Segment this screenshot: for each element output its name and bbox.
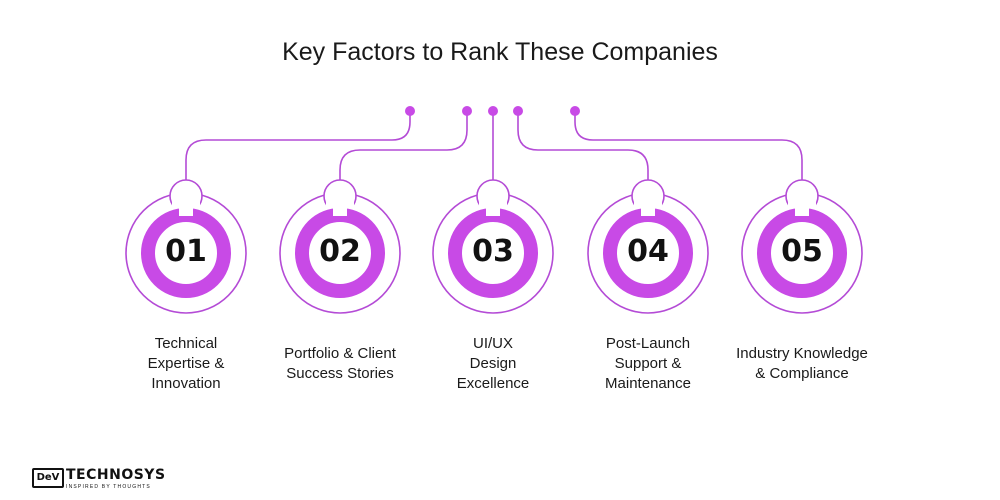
factor-label-line: Support & <box>614 355 682 372</box>
factor-label-line: Portfolio & Client <box>284 345 396 362</box>
factor-label-line: & Compliance <box>755 365 849 382</box>
connector-dot-04 <box>513 106 523 116</box>
factor-label-line: UI/UX <box>472 335 513 352</box>
page-title: Key Factors to Rank These Companies <box>282 38 718 66</box>
factor-node-04 <box>587 179 709 314</box>
connector-line-02 <box>339 112 468 180</box>
connector-line-05 <box>574 112 803 180</box>
ring-gap-04 <box>641 206 655 216</box>
connector-dot-05 <box>570 106 580 116</box>
factor-number-01: 01 <box>165 234 207 269</box>
factor-node-05 <box>741 179 863 314</box>
factor-number-02: 02 <box>319 234 361 269</box>
brand-logo: DeV TECHNOSYS INSPIRED BY THOUGHTS <box>32 466 182 492</box>
ring-gap-05 <box>795 206 809 216</box>
factor-label-line: Success Stories <box>286 365 394 382</box>
factor-label-05: Industry Knowledge & Compliance <box>722 344 882 384</box>
factor-label-line: Industry Knowledge <box>736 345 868 362</box>
logo-badge: DeV <box>32 468 64 488</box>
factor-number-04: 04 <box>627 234 669 269</box>
factor-label-line: Post-Launch <box>605 335 691 352</box>
factor-node-03 <box>432 179 554 314</box>
connector-lines <box>185 112 803 180</box>
factor-number-03: 03 <box>472 234 514 269</box>
connector-dot-02 <box>462 106 472 116</box>
factor-label-line: Expertise & <box>147 355 225 372</box>
factor-rings <box>125 179 863 314</box>
factor-label-line: Excellence <box>456 375 530 392</box>
logo-name: TECHNOSYS <box>66 467 166 483</box>
ring-gap-02 <box>333 206 347 216</box>
connector-line-01 <box>185 112 411 180</box>
factor-node-01 <box>125 179 247 314</box>
ring-gap-01 <box>179 206 193 216</box>
connector-line-04 <box>517 112 649 180</box>
connector-dots <box>405 106 580 116</box>
factor-label-line: Design <box>469 355 517 372</box>
factor-label-line: Technical <box>154 335 218 352</box>
factor-label-line: Innovation <box>151 375 221 392</box>
factor-node-02 <box>279 179 401 314</box>
connector-dot-03 <box>488 106 498 116</box>
connector-dot-01 <box>405 106 415 116</box>
factor-number-05: 05 <box>781 234 823 269</box>
factor-label-line: Maintenance <box>605 375 691 392</box>
logo-tagline: INSPIRED BY THOUGHTS <box>66 484 151 490</box>
ring-gap-03 <box>486 206 500 216</box>
